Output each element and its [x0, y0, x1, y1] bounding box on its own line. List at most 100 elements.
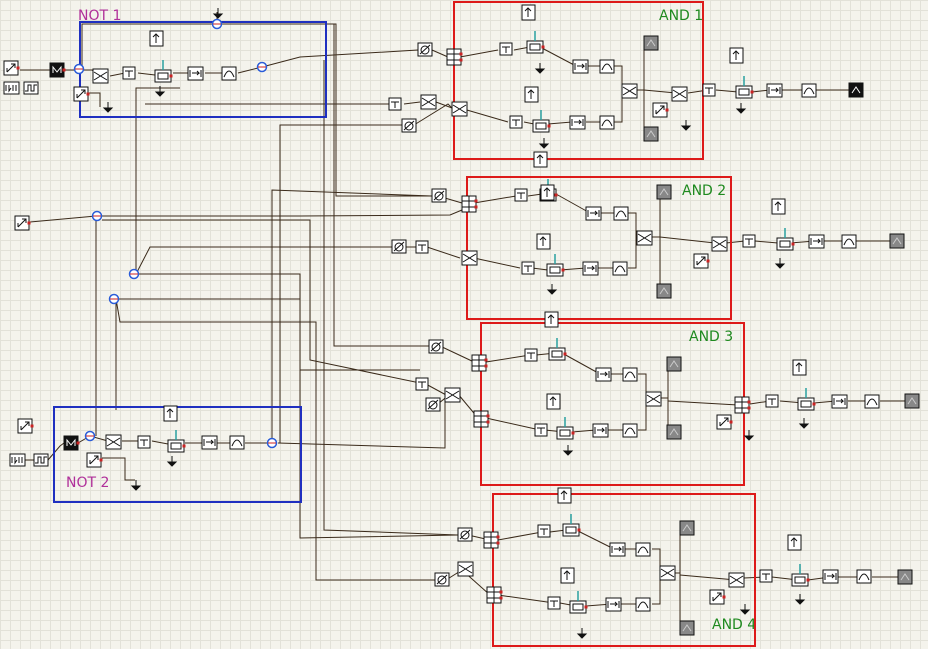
power-meter-icon[interactable]: [643, 126, 659, 142]
optical-filter-icon[interactable]: [221, 66, 237, 81]
optical-coupler-icon[interactable]: [457, 561, 474, 577]
optical-delay-icon[interactable]: [822, 569, 839, 584]
soa-amplifier-icon[interactable]: [797, 388, 816, 411]
ground-icon[interactable]: [743, 430, 755, 441]
optical-coupler-icon[interactable]: [420, 94, 437, 110]
optical-splitter-icon[interactable]: [446, 48, 463, 66]
optical-filter-icon[interactable]: [524, 348, 538, 362]
optical-coupler-icon[interactable]: [621, 83, 638, 99]
optical-delay-icon[interactable]: [201, 435, 218, 450]
optical-filter-icon[interactable]: [122, 66, 136, 80]
optical-filter-icon[interactable]: [856, 569, 872, 584]
laser-source-icon[interactable]: [14, 215, 31, 231]
optical-delay-icon[interactable]: [766, 83, 783, 98]
laser-source-icon[interactable]: [693, 253, 710, 269]
optical-filter-icon[interactable]: [499, 42, 513, 56]
optical-filter-icon[interactable]: [613, 206, 629, 221]
optical-delay-icon[interactable]: [592, 423, 609, 438]
amp-icon[interactable]: [533, 151, 548, 168]
optical-filter-icon[interactable]: [622, 423, 638, 438]
optical-delay-icon[interactable]: [401, 118, 417, 133]
optical-filter-icon[interactable]: [547, 596, 561, 610]
optical-coupler-icon[interactable]: [461, 250, 478, 266]
optical-coupler-icon[interactable]: [659, 565, 676, 581]
optical-delay-icon[interactable]: [569, 115, 586, 130]
optical-delay-icon[interactable]: [585, 206, 602, 221]
amp-icon[interactable]: [787, 534, 802, 551]
optical-delay-icon[interactable]: [457, 527, 473, 542]
coupler-ring-icon[interactable]: [266, 437, 278, 449]
optical-delay-icon[interactable]: [582, 261, 599, 276]
coupler-ring-icon[interactable]: [91, 210, 103, 222]
optical-delay-icon[interactable]: [428, 339, 444, 354]
optical-filter-icon[interactable]: [622, 367, 638, 382]
soa-amplifier-icon[interactable]: [548, 338, 567, 361]
ground-icon[interactable]: [680, 120, 692, 131]
optical-filter-icon[interactable]: [534, 423, 548, 437]
power-meter-icon[interactable]: [666, 356, 682, 372]
optical-delay-icon[interactable]: [425, 397, 441, 412]
amp-icon[interactable]: [149, 30, 164, 47]
amp-icon[interactable]: [163, 405, 178, 422]
ground-icon[interactable]: [154, 86, 166, 97]
amp-icon[interactable]: [521, 4, 536, 21]
amp-icon[interactable]: [557, 487, 572, 504]
laser-source-icon[interactable]: [73, 86, 90, 102]
laser-source-icon[interactable]: [86, 452, 103, 468]
power-meter-icon[interactable]: [656, 184, 672, 200]
optical-filter-icon[interactable]: [537, 524, 551, 538]
amp-icon[interactable]: [546, 393, 561, 410]
optical-filter-icon[interactable]: [229, 435, 245, 450]
amp-icon[interactable]: [536, 233, 551, 250]
amp-icon[interactable]: [771, 198, 786, 215]
ground-icon[interactable]: [166, 456, 178, 467]
optical-coupler-icon[interactable]: [636, 230, 653, 246]
power-meter-icon[interactable]: [904, 393, 920, 409]
optical-filter-icon[interactable]: [509, 115, 523, 129]
soa-amplifier-icon[interactable]: [167, 430, 186, 453]
ground-icon[interactable]: [798, 418, 810, 429]
ground-icon[interactable]: [562, 445, 574, 456]
coupler-ring-icon[interactable]: [256, 61, 268, 73]
power-meter-icon[interactable]: [656, 283, 672, 299]
ground-icon[interactable]: [534, 63, 546, 74]
coupler-ring-icon[interactable]: [128, 268, 140, 280]
amp-icon[interactable]: [792, 359, 807, 376]
optical-splitter-icon[interactable]: [451, 101, 468, 117]
optical-filter-icon[interactable]: [521, 261, 535, 275]
optical-delay-icon[interactable]: [572, 59, 589, 74]
power-meter-icon[interactable]: [679, 520, 695, 536]
optical-splitter-icon[interactable]: [473, 410, 490, 428]
optical-filter-icon[interactable]: [759, 569, 773, 583]
optical-splitter-icon[interactable]: [486, 586, 503, 604]
optical-splitter-icon[interactable]: [734, 396, 751, 414]
optical-delay-icon[interactable]: [831, 394, 848, 409]
amp-icon[interactable]: [544, 311, 559, 328]
ground-icon[interactable]: [212, 8, 224, 19]
optical-filter-icon[interactable]: [635, 542, 651, 557]
attenuator-icon[interactable]: [415, 377, 429, 391]
amp-icon[interactable]: [540, 184, 555, 201]
optical-filter-icon[interactable]: [635, 597, 651, 612]
coupler-ring-icon[interactable]: [211, 18, 223, 30]
coupler-ring-icon[interactable]: [84, 430, 96, 442]
soa-amplifier-icon[interactable]: [532, 110, 551, 133]
power-meter-icon[interactable]: [666, 424, 682, 440]
soa-amplifier-icon[interactable]: [776, 228, 795, 251]
spectrum-analyzer-icon[interactable]: [848, 82, 864, 98]
optical-delay-icon[interactable]: [431, 188, 447, 203]
pulse-generator-icon[interactable]: [23, 81, 39, 95]
modulator-icon[interactable]: [49, 62, 66, 78]
laser-source-icon[interactable]: [3, 60, 20, 76]
optical-coupler-icon[interactable]: [671, 86, 688, 102]
amp-icon[interactable]: [524, 86, 539, 103]
ground-icon[interactable]: [774, 258, 786, 269]
ground-icon[interactable]: [102, 102, 114, 113]
optical-filter-icon[interactable]: [514, 188, 528, 202]
optical-delay-icon[interactable]: [595, 367, 612, 382]
power-meter-icon[interactable]: [897, 569, 913, 585]
laser-source-icon[interactable]: [709, 589, 726, 605]
power-meter-icon[interactable]: [679, 620, 695, 636]
soa-amplifier-icon[interactable]: [154, 60, 173, 83]
laser-source-icon[interactable]: [652, 102, 669, 118]
